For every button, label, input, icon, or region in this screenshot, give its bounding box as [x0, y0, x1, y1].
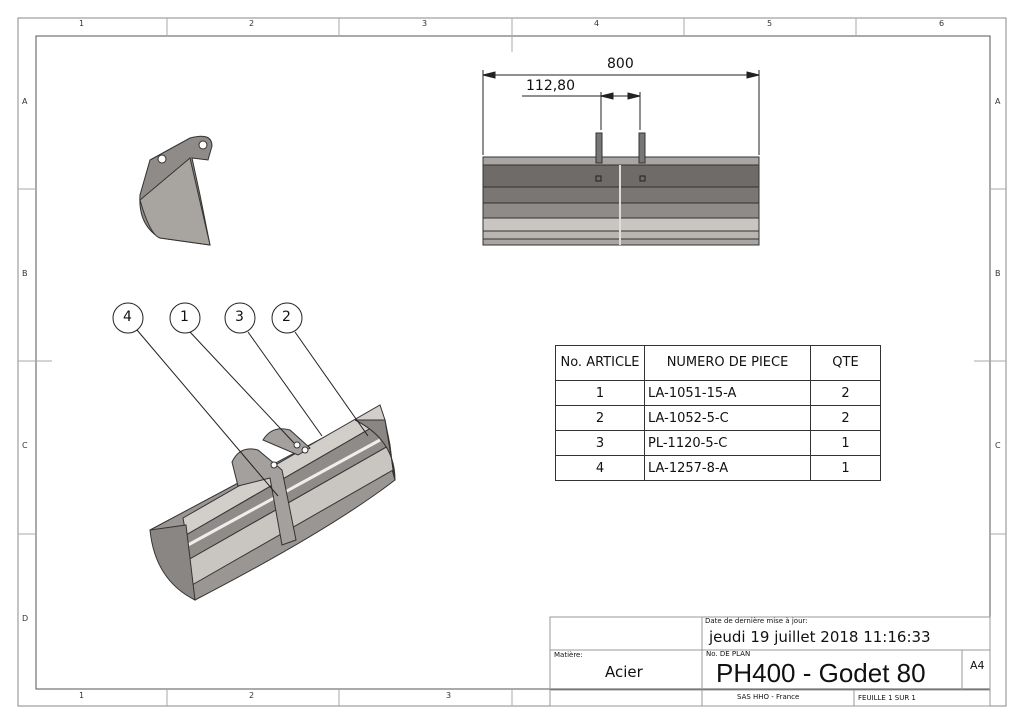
- part-cell: PL-1120-5-C: [644, 430, 811, 456]
- zone-col-2-bottom: 2: [249, 691, 255, 700]
- article-cell: 1: [555, 380, 645, 406]
- zone-col-6: 6: [939, 19, 945, 28]
- header-qty: QTE: [810, 345, 881, 381]
- part-cell: LA-1052-5-C: [644, 405, 811, 431]
- zone-row-a-right: A: [995, 97, 1001, 106]
- zone-row-b-right: B: [995, 269, 1001, 278]
- header-article: No. ARTICLE: [555, 345, 645, 381]
- zone-col-2: 2: [249, 19, 255, 28]
- front-view: [482, 132, 760, 246]
- zone-row-d: D: [22, 614, 29, 623]
- qty-cell: 2: [810, 380, 881, 406]
- balloon-leaders: [112, 302, 369, 497]
- material-value: Acier: [605, 663, 643, 681]
- dimension-lug-spacing: 112,80: [526, 78, 575, 94]
- balloon-3: 3: [235, 309, 244, 325]
- balloon-1: 1: [180, 309, 189, 325]
- inner-border: [35, 35, 991, 690]
- qty-cell: 1: [810, 455, 881, 481]
- article-cell: 3: [555, 430, 645, 456]
- side-view: [139, 135, 213, 246]
- zone-col-1: 1: [79, 19, 85, 28]
- zone-col-4: 4: [594, 19, 600, 28]
- title-block-grid: [549, 616, 991, 707]
- date-label: Date de dernière mise à jour:: [705, 617, 808, 625]
- company-name: SAS HHO - France: [737, 693, 800, 701]
- balloon-2: 2: [282, 309, 291, 325]
- article-cell: 2: [555, 405, 645, 431]
- zone-ticks: [18, 18, 1006, 706]
- part-cell: LA-1051-15-A: [644, 380, 811, 406]
- zone-col-3-bottom: 3: [446, 691, 452, 700]
- drawing-number-label: No. DE PLAN: [706, 650, 751, 658]
- date-value: jeudi 19 juillet 2018 11:16:33: [709, 628, 931, 646]
- zone-col-1-bottom: 1: [79, 691, 85, 700]
- qty-cell: 1: [810, 430, 881, 456]
- sheet-size: A4: [970, 659, 985, 672]
- dimension-overall-width: 800: [607, 56, 634, 72]
- dimension-lines: [482, 70, 760, 155]
- part-cell: LA-1257-8-A: [644, 455, 811, 481]
- zone-row-b: B: [22, 269, 28, 278]
- zone-row-c-right: C: [995, 441, 1001, 450]
- sheet-number: FEUILLE 1 SUR 1: [858, 694, 916, 702]
- zone-row-a: A: [22, 97, 28, 106]
- drawing-number: PH400 - Godet 80: [716, 658, 926, 688]
- balloon-4: 4: [123, 309, 132, 325]
- qty-cell: 2: [810, 405, 881, 431]
- zone-col-5: 5: [767, 19, 773, 28]
- isometric-view: [149, 404, 396, 601]
- article-cell: 4: [555, 455, 645, 481]
- material-label: Matière:: [554, 651, 583, 659]
- zone-col-3: 3: [422, 19, 428, 28]
- zone-row-c: C: [22, 441, 28, 450]
- header-part-number: NUMERO DE PIECE: [644, 345, 811, 381]
